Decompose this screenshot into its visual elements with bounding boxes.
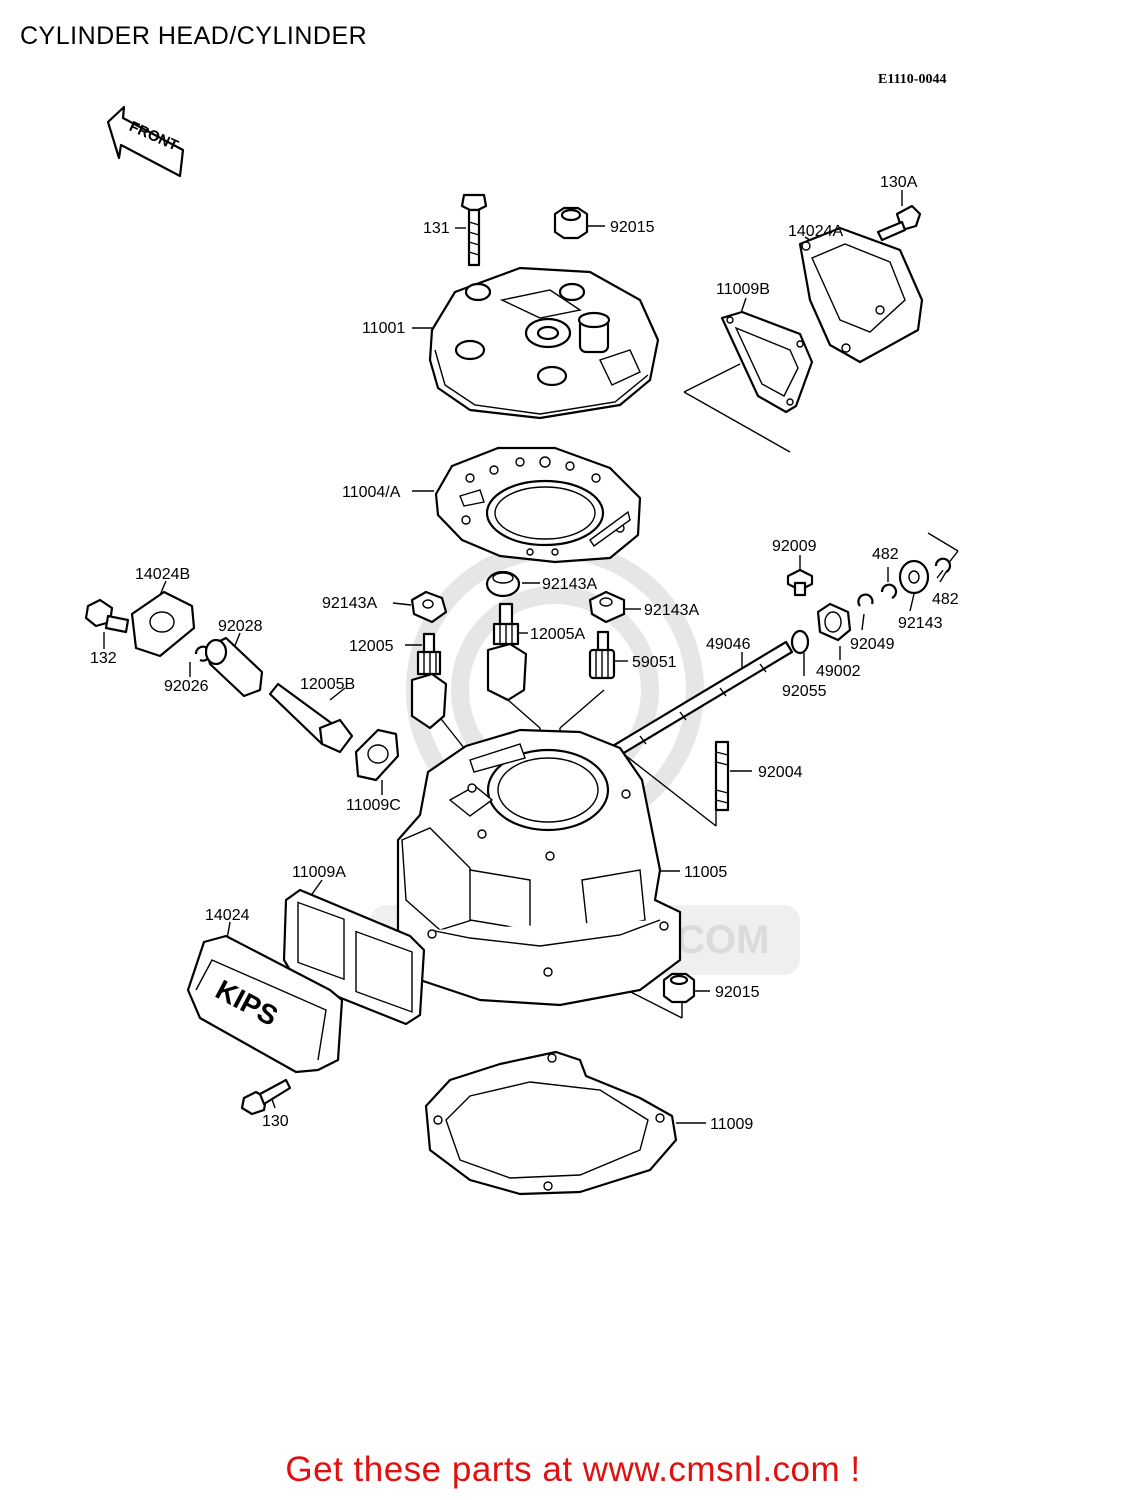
bolt-131[interactable] [460,193,488,267]
gasket-11009B[interactable] [720,310,814,414]
gasket-11009A[interactable] [282,888,426,1026]
diagram-code: E1110-0044 [878,72,947,87]
label-92028[interactable]: 92028 [218,618,263,635]
label-14024B[interactable]: 14024B [135,566,190,583]
bushing-92143A-right[interactable] [588,590,626,624]
label-11009C[interactable]: 11009C [346,797,401,814]
cover-14024A[interactable] [798,226,924,364]
valve-12005[interactable] [410,632,448,730]
label-11009B[interactable]: 11009B [716,281,770,298]
label-92004[interactable]: 92004 [758,764,803,781]
label-92143[interactable]: 92143 [898,615,943,632]
bushing-92143A-left[interactable] [410,590,448,624]
stud-92004[interactable] [714,740,730,812]
label-49046[interactable]: 49046 [706,636,751,653]
label-14024A[interactable]: 14024A [788,223,843,240]
label-131[interactable]: 131 [423,220,450,237]
label-92009[interactable]: 92009 [772,538,817,555]
holder-49002[interactable] [816,602,852,642]
o-ring-92055[interactable] [790,629,810,655]
parts-diagram: WWW.CMSNL.COM FRONT [84,105,959,1196]
nut-92015-bottom[interactable] [662,972,696,1004]
valve-92028[interactable] [204,636,264,698]
part-labels: 131 92015 130A 14024A 11009B 11001 11004… [90,174,959,1133]
gear-59051[interactable] [588,630,616,680]
base-gasket-11009[interactable] [424,1050,678,1196]
label-92143A-center[interactable]: 92143A [542,576,597,593]
label-92143A-right[interactable]: 92143A [644,602,699,619]
cta-link[interactable]: Get these parts at www.cmsnl.com ! [285,1450,861,1489]
label-11001[interactable]: 11001 [362,320,405,337]
label-49002[interactable]: 49002 [816,663,861,680]
bolt-92009[interactable] [786,568,814,597]
shaft-12005B[interactable] [268,682,354,754]
page-title: CYLINDER HEAD/CYLINDER [20,22,368,50]
label-11009A[interactable]: 11009A [292,864,346,881]
label-482-a[interactable]: 482 [872,546,899,563]
head-gasket-11004A[interactable] [434,446,642,564]
bolt-130A[interactable] [876,204,922,242]
label-92055[interactable]: 92055 [782,683,827,700]
label-130A[interactable]: 130A [880,174,918,191]
label-59051[interactable]: 59051 [632,654,677,671]
label-132[interactable]: 132 [90,650,117,667]
label-92049[interactable]: 92049 [850,636,895,653]
clip-482-b[interactable] [934,557,952,573]
label-11005[interactable]: 11005 [684,864,727,881]
cylinder-11005[interactable] [396,728,682,1007]
bolt-130[interactable] [240,1078,292,1116]
bushing-92143A-center[interactable] [485,570,521,598]
clip-92049[interactable] [857,593,874,607]
nut-92015-top[interactable] [553,206,589,240]
label-92015-bottom[interactable]: 92015 [715,984,760,1001]
front-arrow-icon: FRONT [106,105,185,178]
label-12005[interactable]: 12005 [349,638,394,655]
gasket-11009C[interactable] [354,728,400,782]
cylinder-head-11001[interactable] [428,266,660,420]
label-11004A[interactable]: 11004/A [342,484,401,501]
cover-14024B[interactable] [130,590,196,658]
label-92015-top[interactable]: 92015 [610,219,655,236]
label-14024[interactable]: 14024 [205,907,250,924]
label-130[interactable]: 130 [262,1113,289,1130]
label-12005B[interactable]: 12005B [300,676,355,693]
valve-12005A[interactable] [486,602,528,702]
label-92026[interactable]: 92026 [164,678,209,695]
bushing-92143[interactable] [898,559,930,595]
clip-482-a[interactable] [880,583,898,599]
bolt-132[interactable] [84,598,130,634]
label-92143A-left[interactable]: 92143A [322,595,377,612]
label-11009[interactable]: 11009 [710,1116,753,1133]
cover-14024[interactable]: KIPS [186,934,344,1074]
label-12005A[interactable]: 12005A [530,626,585,643]
label-482-b[interactable]: 482 [932,591,959,608]
